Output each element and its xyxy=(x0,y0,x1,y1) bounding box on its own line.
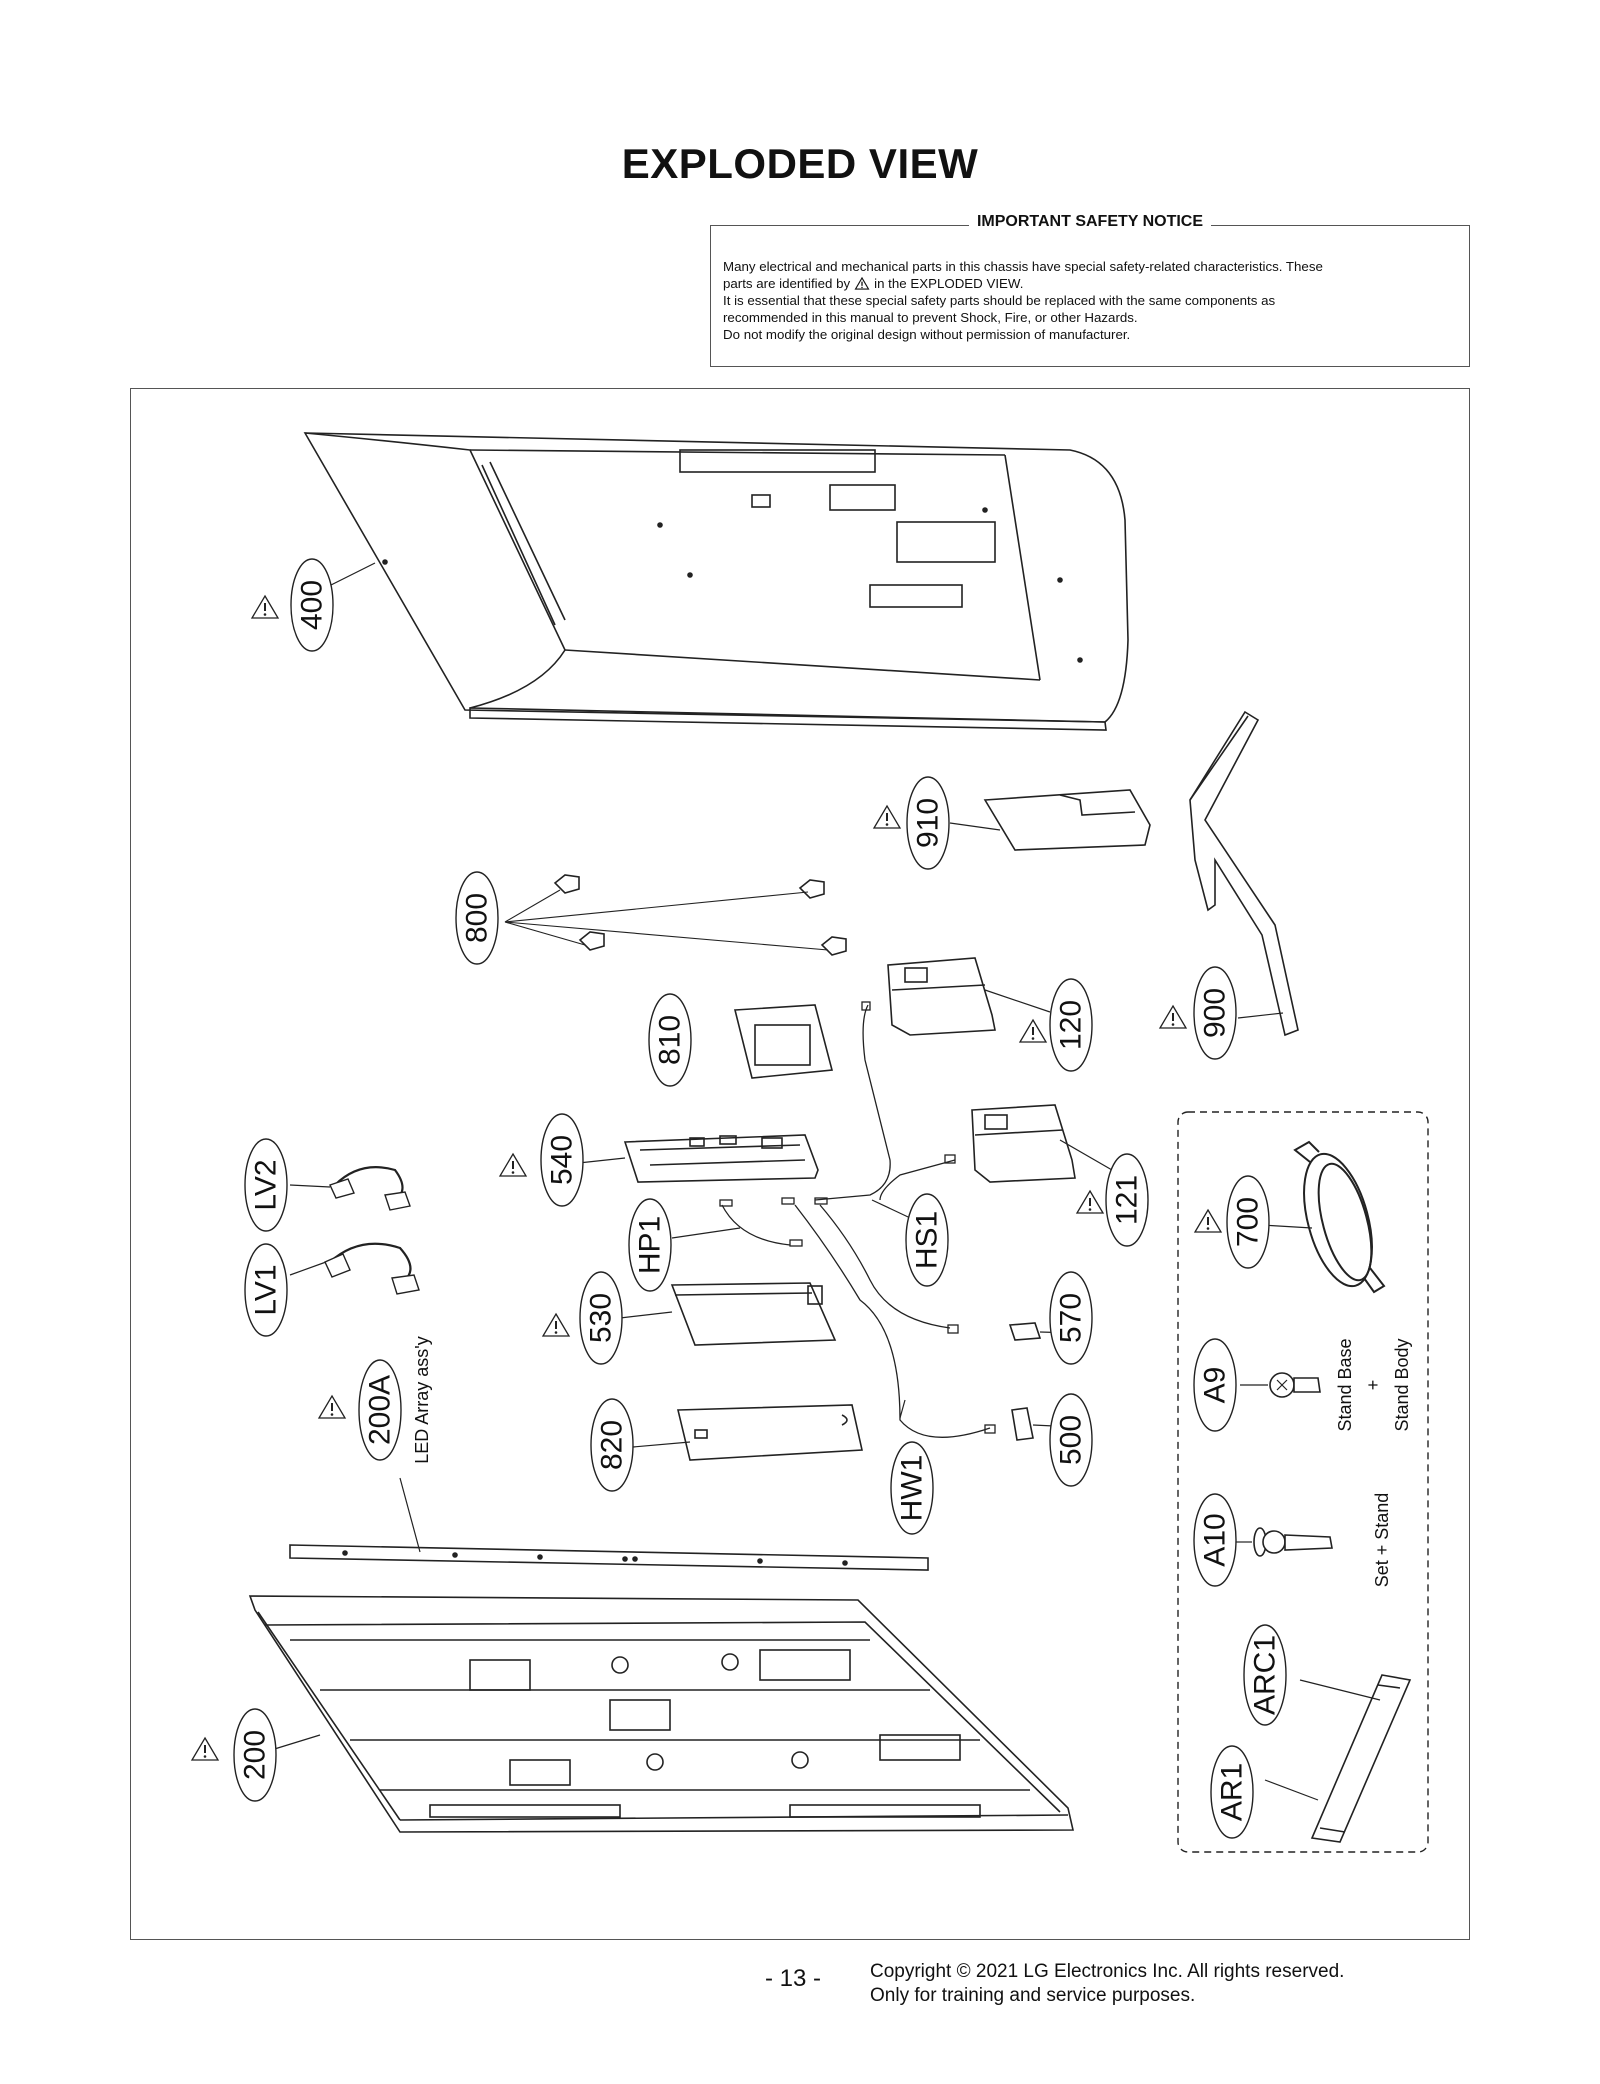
label-hp1: HP1 xyxy=(634,1216,667,1274)
lv-cables-drawing xyxy=(324,1166,420,1295)
label-900: 900 xyxy=(1199,988,1232,1038)
warning-910-icon xyxy=(873,805,901,829)
warning-triangle-icon xyxy=(854,277,870,290)
remote-drawing xyxy=(1310,1674,1412,1843)
label-910: 910 xyxy=(912,798,945,848)
label-200a: 200A xyxy=(364,1375,397,1445)
label-800: 800 xyxy=(461,893,494,943)
label-a9-ellipse xyxy=(1193,1338,1237,1432)
copyright-text: Copyright © 2021 LG Electronics Inc. All… xyxy=(870,1961,1345,1982)
label-530-ellipse xyxy=(579,1271,623,1365)
label-820-ellipse xyxy=(590,1398,634,1492)
label-500: 500 xyxy=(1055,1415,1088,1465)
warning-200-icon xyxy=(191,1737,219,1761)
label-lv1: LV1 xyxy=(250,1264,283,1315)
warning-200a-icon xyxy=(318,1395,346,1419)
led-array-drawing xyxy=(289,1544,929,1571)
page-number: - 13 - xyxy=(765,1965,822,1992)
accessories-box xyxy=(1177,1111,1429,1853)
label-820: 820 xyxy=(596,1420,629,1470)
label-120: 120 xyxy=(1055,1000,1088,1050)
label-lv2: LV2 xyxy=(250,1159,283,1210)
label-a10-ellipse xyxy=(1193,1493,1237,1587)
label-810-ellipse xyxy=(648,993,692,1087)
part-500-drawing xyxy=(1011,1407,1034,1441)
safety-notice-title: IMPORTANT SAFETY NOTICE xyxy=(968,213,1212,230)
label-900-ellipse xyxy=(1193,966,1237,1060)
a9-plus-text: + xyxy=(1363,1380,1383,1391)
screw-a9-drawing xyxy=(1269,1372,1321,1398)
label-hw1: HW1 xyxy=(896,1455,929,1522)
main-board-drawing xyxy=(623,1134,819,1183)
main-chassis-drawing xyxy=(248,1595,1075,1833)
label-arc1-ellipse xyxy=(1243,1624,1287,1726)
part-121-drawing xyxy=(971,1104,1076,1183)
label-hs1-ellipse xyxy=(905,1193,949,1287)
a9-stand-base-text: Stand Base xyxy=(1335,1338,1355,1431)
label-hp1-ellipse xyxy=(628,1198,672,1292)
exploded-view-frame xyxy=(130,388,1470,1940)
purpose-text: Only for training and service purposes. xyxy=(870,1985,1196,2006)
part-820-drawing xyxy=(676,1404,863,1461)
a9-stand-body-text: Stand Body xyxy=(1392,1338,1412,1431)
notice-line-3: It is essential that these special safet… xyxy=(723,293,1276,308)
screw-a10-drawing xyxy=(1253,1527,1333,1557)
label-200-ellipse xyxy=(233,1708,277,1802)
notice-line-1: Many electrical and mechanical parts in … xyxy=(723,259,1323,274)
label-ar1: AR1 xyxy=(1216,1763,1249,1821)
power-cable-drawing xyxy=(1293,1140,1386,1294)
label-121: 121 xyxy=(1111,1175,1144,1225)
power-board-drawing xyxy=(670,1282,837,1346)
label-hw1-ellipse xyxy=(890,1441,934,1535)
footer-copyright: Copyright © 2021 LG Electronics Inc. All… xyxy=(870,1960,1344,2008)
notice-line-4: recommended in this manual to prevent Sh… xyxy=(723,310,1138,325)
label-540: 540 xyxy=(546,1135,579,1185)
label-800-ellipse xyxy=(455,871,499,965)
led-array-label: LED Array ass'y xyxy=(412,1336,432,1463)
safety-notice-text: Many electrical and mechanical parts in … xyxy=(723,258,1457,343)
brackets-drawing xyxy=(553,874,847,956)
label-lv1-ellipse xyxy=(244,1243,288,1337)
back-cover-drawing xyxy=(303,432,1129,731)
label-121-ellipse xyxy=(1105,1153,1149,1247)
label-910-ellipse xyxy=(906,776,950,870)
label-540-ellipse xyxy=(540,1113,584,1207)
label-570-ellipse xyxy=(1049,1271,1093,1365)
label-200: 200 xyxy=(239,1730,272,1780)
part-570-drawing xyxy=(1008,1322,1042,1341)
label-400-ellipse xyxy=(290,558,334,652)
warning-700-icon xyxy=(1194,1209,1222,1233)
label-hs1: HS1 xyxy=(911,1211,944,1269)
label-ar1-ellipse xyxy=(1210,1745,1254,1839)
page-title: EXPLODED VIEW xyxy=(621,140,979,187)
warning-900-icon xyxy=(1159,1005,1187,1029)
label-lv2-ellipse xyxy=(244,1138,288,1232)
label-200a-ellipse xyxy=(358,1359,402,1461)
label-120-ellipse xyxy=(1049,978,1093,1072)
safety-notice-box: IMPORTANT SAFETY NOTICE Many electrical … xyxy=(710,213,1470,367)
a10-set-stand-text: Set + Stand xyxy=(1372,1493,1392,1588)
warning-530-icon xyxy=(542,1313,570,1337)
label-a9: A9 xyxy=(1199,1367,1232,1404)
warning-120-icon xyxy=(1019,1019,1047,1043)
label-500-ellipse xyxy=(1049,1393,1093,1487)
part-810-drawing xyxy=(733,1004,834,1079)
label-400: 400 xyxy=(296,580,329,630)
warning-121-icon xyxy=(1076,1190,1104,1214)
stand-body-drawing xyxy=(1189,710,1299,1037)
warning-540-icon xyxy=(499,1153,527,1177)
label-530: 530 xyxy=(585,1293,618,1343)
label-570: 570 xyxy=(1055,1293,1088,1343)
label-700: 700 xyxy=(1232,1197,1265,1247)
stand-bracket-drawing xyxy=(983,789,1151,851)
label-700-ellipse xyxy=(1226,1175,1270,1269)
label-810: 810 xyxy=(654,1015,687,1065)
notice-line-5: Do not modify the original design withou… xyxy=(723,327,1131,342)
warning-400-icon xyxy=(251,595,279,619)
label-a10: A10 xyxy=(1199,1513,1232,1566)
label-arc1: ARC1 xyxy=(1249,1635,1282,1715)
part-120-drawing xyxy=(887,957,996,1036)
